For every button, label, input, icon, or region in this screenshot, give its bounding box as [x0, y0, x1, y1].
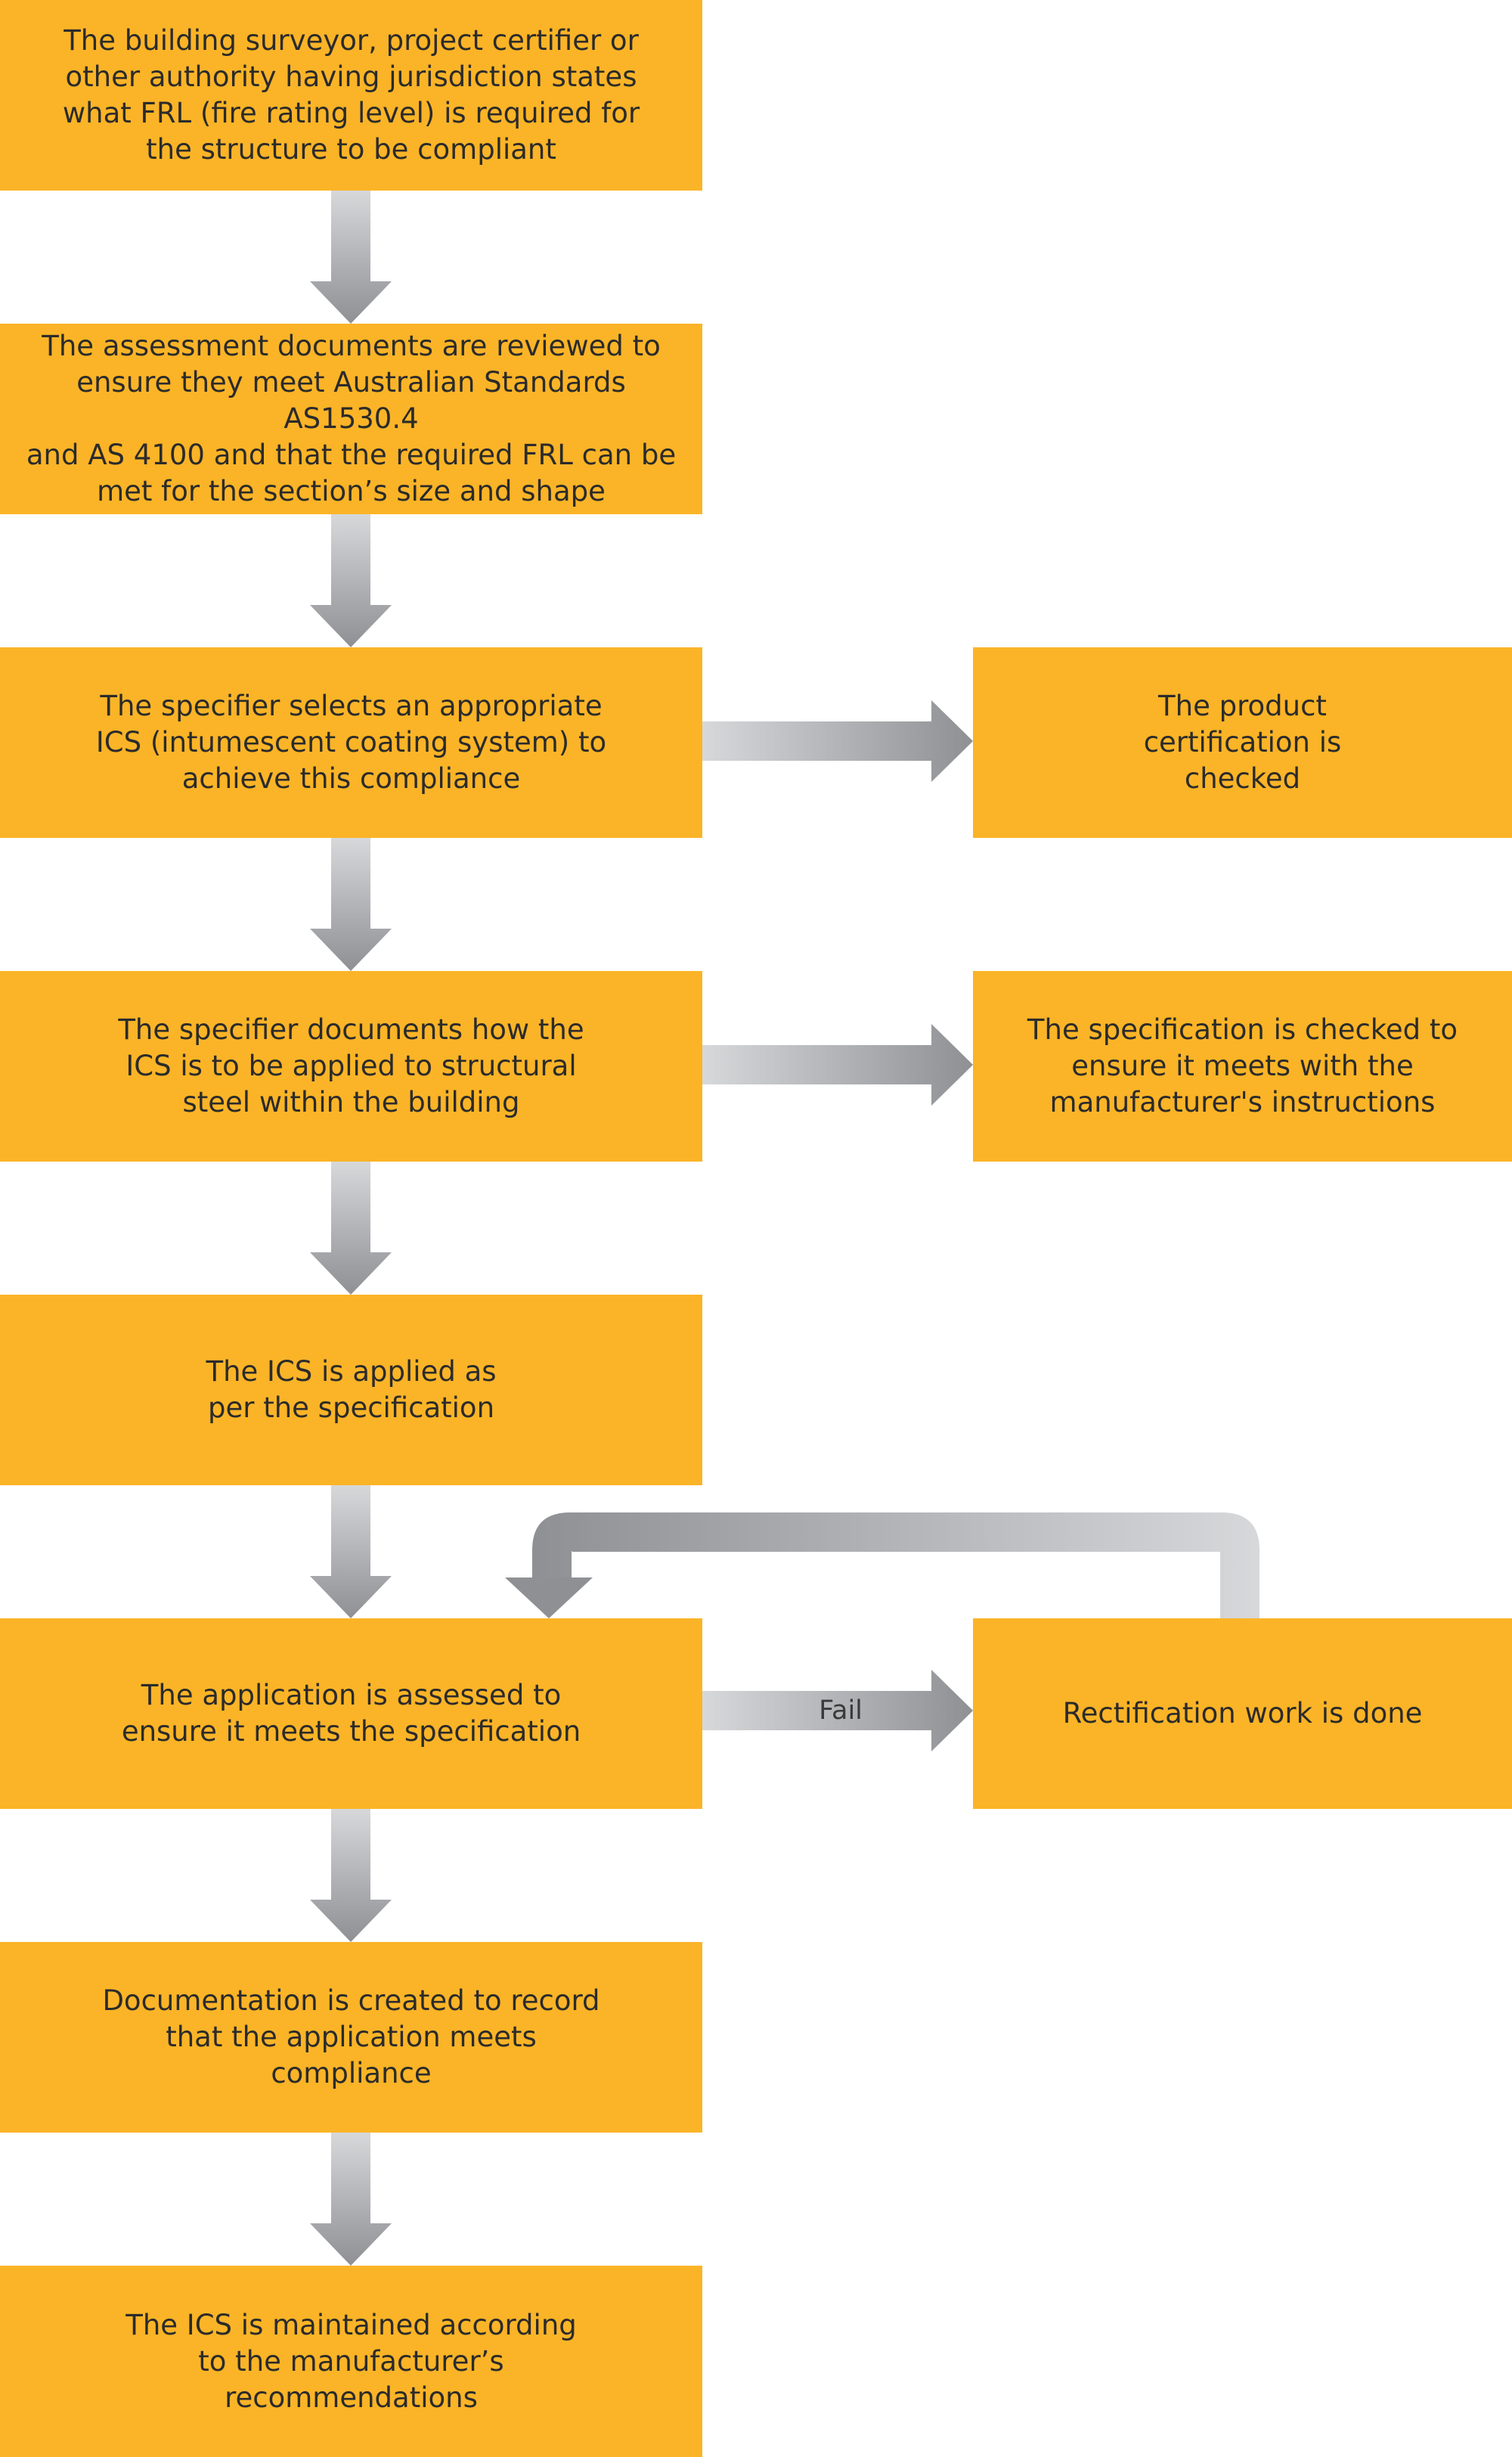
step-application-assessed-text: The application is assessed to ensure it… [121, 1679, 581, 1748]
step-select-ics-text: The specifier selects an appropriate ICS… [95, 690, 607, 795]
step-assessment-review: The assessment documents are reviewed to… [0, 324, 702, 514]
step-document-application: The specifier documents how the ICS is t… [0, 971, 702, 1162]
loop-back-arrow-head [505, 1578, 593, 1618]
step-documentation-created: Documentation is created to record that … [0, 1942, 702, 2133]
down-arrow-6 [310, 1809, 392, 1942]
step-document-application-text: The specifier documents how the ICS is t… [118, 1013, 584, 1118]
right-arrow-certification [702, 700, 973, 782]
step-ics-applied: The ICS is applied as per the specificat… [0, 1295, 702, 1485]
down-arrow-1 [310, 191, 392, 324]
right-arrow-fail [702, 1670, 973, 1751]
right-arrow-specification-check [702, 1024, 973, 1106]
step-jurisdiction-frl-text: The building surveyor, project certifier… [62, 24, 640, 166]
step-select-ics: The specifier selects an appropriate ICS… [0, 647, 702, 838]
step-documentation-created-text: Documentation is created to record that … [102, 1984, 600, 2089]
step-jurisdiction-frl: The building surveyor, project certifier… [0, 0, 702, 191]
down-arrow-3 [310, 838, 392, 971]
side-rectification: Rectification work is done [973, 1618, 1512, 1809]
side-rectification-text: Rectification work is done [1062, 1697, 1423, 1730]
step-application-assessed: The application is assessed to ensure it… [0, 1618, 702, 1809]
side-product-certification: The product certification is checked [973, 647, 1512, 838]
side-specification-check: The specification is checked to ensure i… [973, 971, 1512, 1162]
side-product-certification-text: The product certification is checked [1143, 690, 1342, 795]
down-arrow-7 [310, 2133, 392, 2266]
down-arrow-5 [310, 1485, 392, 1618]
side-specification-check-text: The specification is checked to ensure i… [1027, 1013, 1458, 1118]
down-arrow-4 [310, 1162, 392, 1295]
step-ics-maintained-text: The ICS is maintained according to the m… [125, 2308, 577, 2414]
step-ics-applied-text: The ICS is applied as per the specificat… [206, 1355, 497, 1424]
loop-back-arrow-shaft [532, 1512, 1259, 1618]
step-ics-maintained: The ICS is maintained according to the m… [0, 2266, 702, 2457]
down-arrow-2 [310, 514, 392, 647]
step-assessment-review-text: The assessment documents are reviewed to… [26, 330, 677, 507]
fail-label: Fail [819, 1695, 863, 1726]
